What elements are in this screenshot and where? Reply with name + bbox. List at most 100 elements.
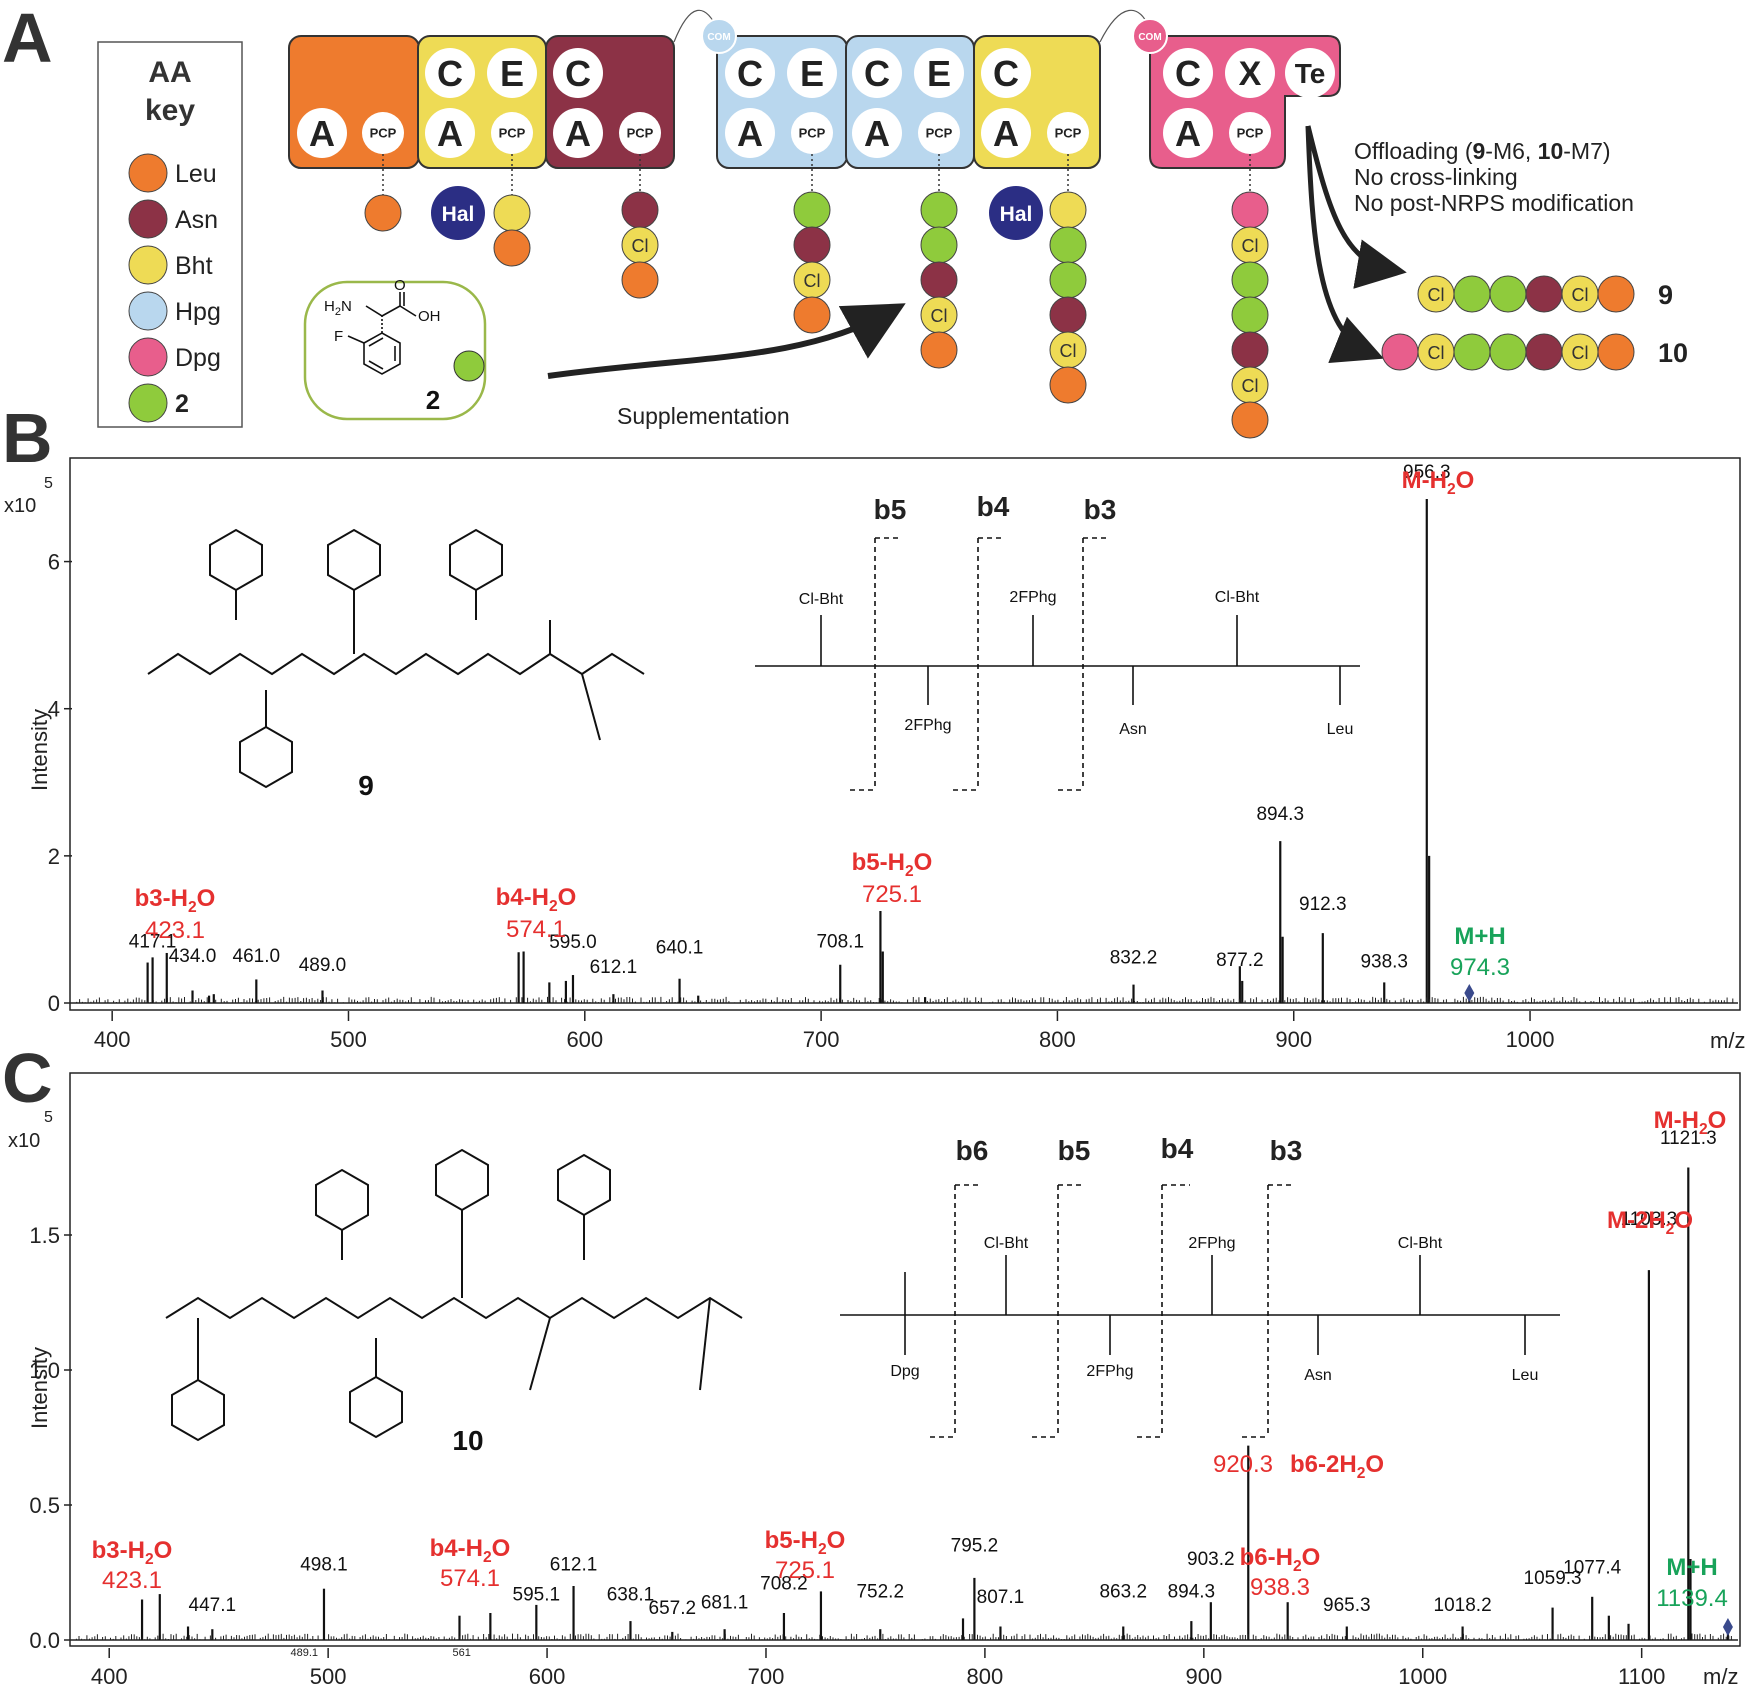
com-label-blue: COM — [707, 32, 730, 43]
spec-c-label-1121.3: 1121.3 — [1660, 1128, 1717, 1149]
residue-c-fphg2: 2FPhg — [1188, 1235, 1235, 1252]
product-9-residue-3 — [1525, 275, 1563, 313]
residue-b-fphg1: 2FPhg — [904, 717, 951, 734]
m1-a-domain — [297, 108, 347, 158]
key-swatch-leu — [128, 153, 168, 193]
fragment-c-b3: b3 — [1270, 1135, 1303, 1166]
m5-a-domain — [852, 108, 902, 158]
chain-7-residue-6 — [1231, 401, 1269, 439]
m2-a-label: A — [437, 113, 463, 154]
chain-7-cl-1: Cl — [1242, 236, 1259, 256]
m7-a-label: A — [1175, 113, 1201, 154]
compound-10-structure — [165, 1148, 743, 1442]
spec-c-ion-b6-2h2o: b6-2H2O — [1290, 1451, 1384, 1482]
chain-5-residue-1 — [920, 226, 958, 264]
spec-b-ion-value-574.1: 574.1 — [506, 916, 566, 943]
fragment-b-b5: b5 — [874, 494, 907, 525]
residue-c-asn: Asn — [1304, 1367, 1332, 1384]
key-swatch-dpg — [128, 337, 168, 377]
m6-pcp-domain — [1047, 112, 1089, 154]
spec-c-ion-mh: M+H — [1666, 1554, 1717, 1581]
m7-x-domain — [1225, 48, 1275, 98]
product-9-label: 9 — [1658, 280, 1673, 310]
m5-a-label: A — [864, 113, 890, 154]
chain-4-residue-0 — [793, 191, 831, 229]
m2-c-domain — [425, 48, 475, 98]
product-9-residue-5 — [1597, 275, 1635, 313]
offloading-line3: No post-NRPS modification — [1354, 190, 1634, 216]
compound-9-label: 9 — [358, 770, 374, 801]
spec-c-label-1077.4: 1077.4 — [1563, 1557, 1622, 1578]
m2-c-label: C — [437, 53, 463, 94]
chain-2-residue-1 — [493, 229, 531, 267]
spec-b-label-894.3: 894.3 — [1256, 804, 1304, 825]
spec-c-small-tick-561: 561 — [453, 1647, 471, 1659]
chain-5-cl-3: Cl — [931, 306, 948, 326]
spec-c-xtick-label-800: 800 — [967, 1664, 1004, 1687]
spec-c-ytick-label-1.0: 1.0 — [29, 1358, 60, 1383]
product-9-residue-1 — [1453, 275, 1491, 313]
m5-e-label: E — [927, 53, 951, 94]
m7-c-label: C — [1175, 53, 1201, 94]
hal-domain-2 — [989, 186, 1043, 240]
m2-a-domain — [425, 108, 475, 158]
key-swatch-asn — [128, 199, 168, 239]
spec-c-ion-b5-h2o-725.1: b5-H2O — [765, 1527, 846, 1558]
panel-letter-c: C — [2, 1039, 53, 1117]
chain-6-residue-2 — [1049, 261, 1087, 299]
spec-b-label-461.0: 461.0 — [233, 946, 281, 967]
spec-c-label-965.3: 965.3 — [1323, 1595, 1371, 1616]
key-label-hpg: Hpg — [175, 298, 221, 326]
chain-6-cl-4: Cl — [1060, 341, 1077, 361]
chain-7-residue-2 — [1231, 261, 1269, 299]
spec-b-label-938.3: 938.3 — [1360, 951, 1408, 972]
m3-a-domain — [553, 108, 603, 158]
residue-b-leu: Leu — [1327, 721, 1354, 738]
residue-b-clbht2: Cl-Bht — [1215, 589, 1260, 606]
panel-letter-b: B — [2, 399, 53, 477]
spec-c-ion-b3-h2o-423.1: b3-H2O — [92, 1537, 173, 1568]
m2-pcp-label: PCP — [499, 126, 526, 141]
spec-c-ion-value-938.3: 938.3 — [1250, 1574, 1310, 1601]
spec-c-label-903.2: 903.2 — [1187, 1549, 1235, 1570]
m1-a-label: A — [309, 113, 335, 154]
aa-key-title-line1: AA — [148, 56, 191, 89]
spec-c-label-807.1: 807.1 — [977, 1587, 1025, 1608]
spec-b-xtick-label-800: 800 — [1039, 1027, 1076, 1052]
spec-c-noise — [75, 1633, 1732, 1640]
spectrum-c-ylabel: Intensity — [27, 1347, 52, 1429]
offloading-line2: No cross-linking — [1354, 164, 1518, 190]
residue-b-asn: Asn — [1119, 721, 1147, 738]
key-label-bht: Bht — [175, 252, 213, 280]
product-10-residue-6 — [1597, 333, 1635, 371]
spec-b-noise — [76, 996, 1734, 1003]
spec-c-ion-value-574.1: 574.1 — [440, 1565, 500, 1592]
compound-2-oh: OH — [418, 308, 441, 325]
spec-c-ion-value-920: 920.3 — [1213, 1451, 1273, 1478]
fragment-c-b4: b4 — [1161, 1133, 1194, 1164]
spec-b-ion-b3-h2o: b3-H2O — [135, 885, 216, 916]
spec-b-label-912.3: 912.3 — [1299, 894, 1347, 915]
spec-c-label-447.1: 447.1 — [189, 1595, 237, 1616]
chain-3-residue-2 — [621, 261, 659, 299]
chain-4-residue-3 — [793, 296, 831, 334]
m7-pcp-label: PCP — [1237, 126, 1264, 141]
spec-c-xtick-label-600: 600 — [529, 1664, 566, 1687]
spec-c-xtick-label-700: 700 — [748, 1664, 785, 1687]
com-domain-blue — [701, 18, 737, 54]
spectrum-b-exponent: 5 — [44, 475, 53, 492]
residue-c-clbht1: Cl-Bht — [984, 1235, 1029, 1252]
product-10-label: 10 — [1658, 338, 1688, 368]
spec-c-label-1059.3: 1059.3 — [1524, 1568, 1582, 1589]
chain-5-residue-0 — [920, 191, 958, 229]
m4-c-label: C — [737, 53, 763, 94]
m4-pcp-label: PCP — [799, 126, 826, 141]
m7-x-label: X — [1239, 55, 1262, 93]
supplementation-arrow — [547, 303, 906, 379]
spec-b-ion-b4-h2o: b4-H2O — [496, 884, 577, 915]
product-10-residue-2 — [1453, 333, 1491, 371]
aa-key-title-line2: key — [145, 94, 195, 127]
spec-c-ion-value-mh: 1139.4 — [1656, 1585, 1728, 1612]
spec-c-ion-m-h2o: M-H2O — [1654, 1107, 1727, 1138]
